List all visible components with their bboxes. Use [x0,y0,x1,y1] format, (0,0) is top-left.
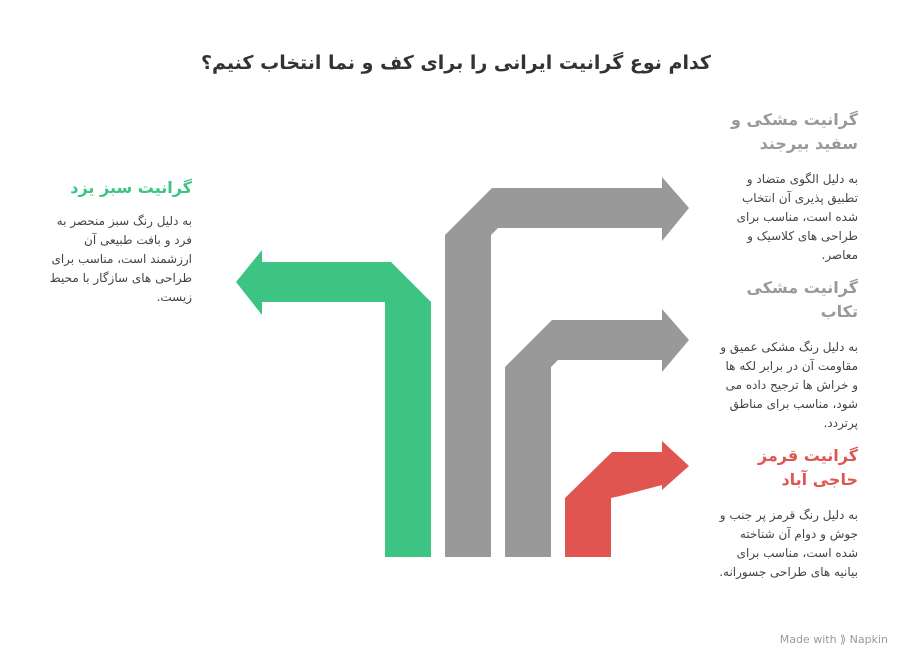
gray-arrow-birjand [445,177,689,557]
item-text: به دلیل الگوی متضاد و تطبیق پذیری آن انت… [736,172,858,262]
item-green-yazd: گرانیت سبز یزد به دلیل رنگ سبز منحصر به … [40,176,192,307]
item-takab: گرانیت مشکی تکاب به دلیل رنگ مشکی عمیق و… [718,276,858,433]
gray-arrow-takab [505,309,689,557]
item-birjand: گرانیت مشکی و سفید بیرجند به دلیل الگوی … [718,108,858,265]
item-heading: گرانیت سبز یزد [70,178,192,197]
item-text: به دلیل رنگ قرمز پر جنب و جوش و دوام آن … [719,508,858,579]
item-heading: گرانیت مشکی و سفید بیرجند [731,110,858,153]
napkin-footer[interactable]: Made with ⟫ Napkin [779,633,888,646]
item-heading: گرانیت مشکی تکاب [746,278,858,321]
green-arrow [236,250,431,557]
item-text: به دلیل رنگ مشکی عمیق و مقاومت آن در برا… [720,340,858,430]
item-text: به دلیل رنگ سبز منحصر به فرد و بافت طبیع… [49,214,192,304]
item-heading: گرانیت قرمز حاجی آباد [757,446,858,489]
item-hajiabad: گرانیت قرمز حاجی آباد به دلیل رنگ قرمز پ… [718,444,858,582]
red-arrow [565,441,689,557]
page-title: کدام نوع گرانیت ایرانی را برای کف و نما … [201,52,711,74]
